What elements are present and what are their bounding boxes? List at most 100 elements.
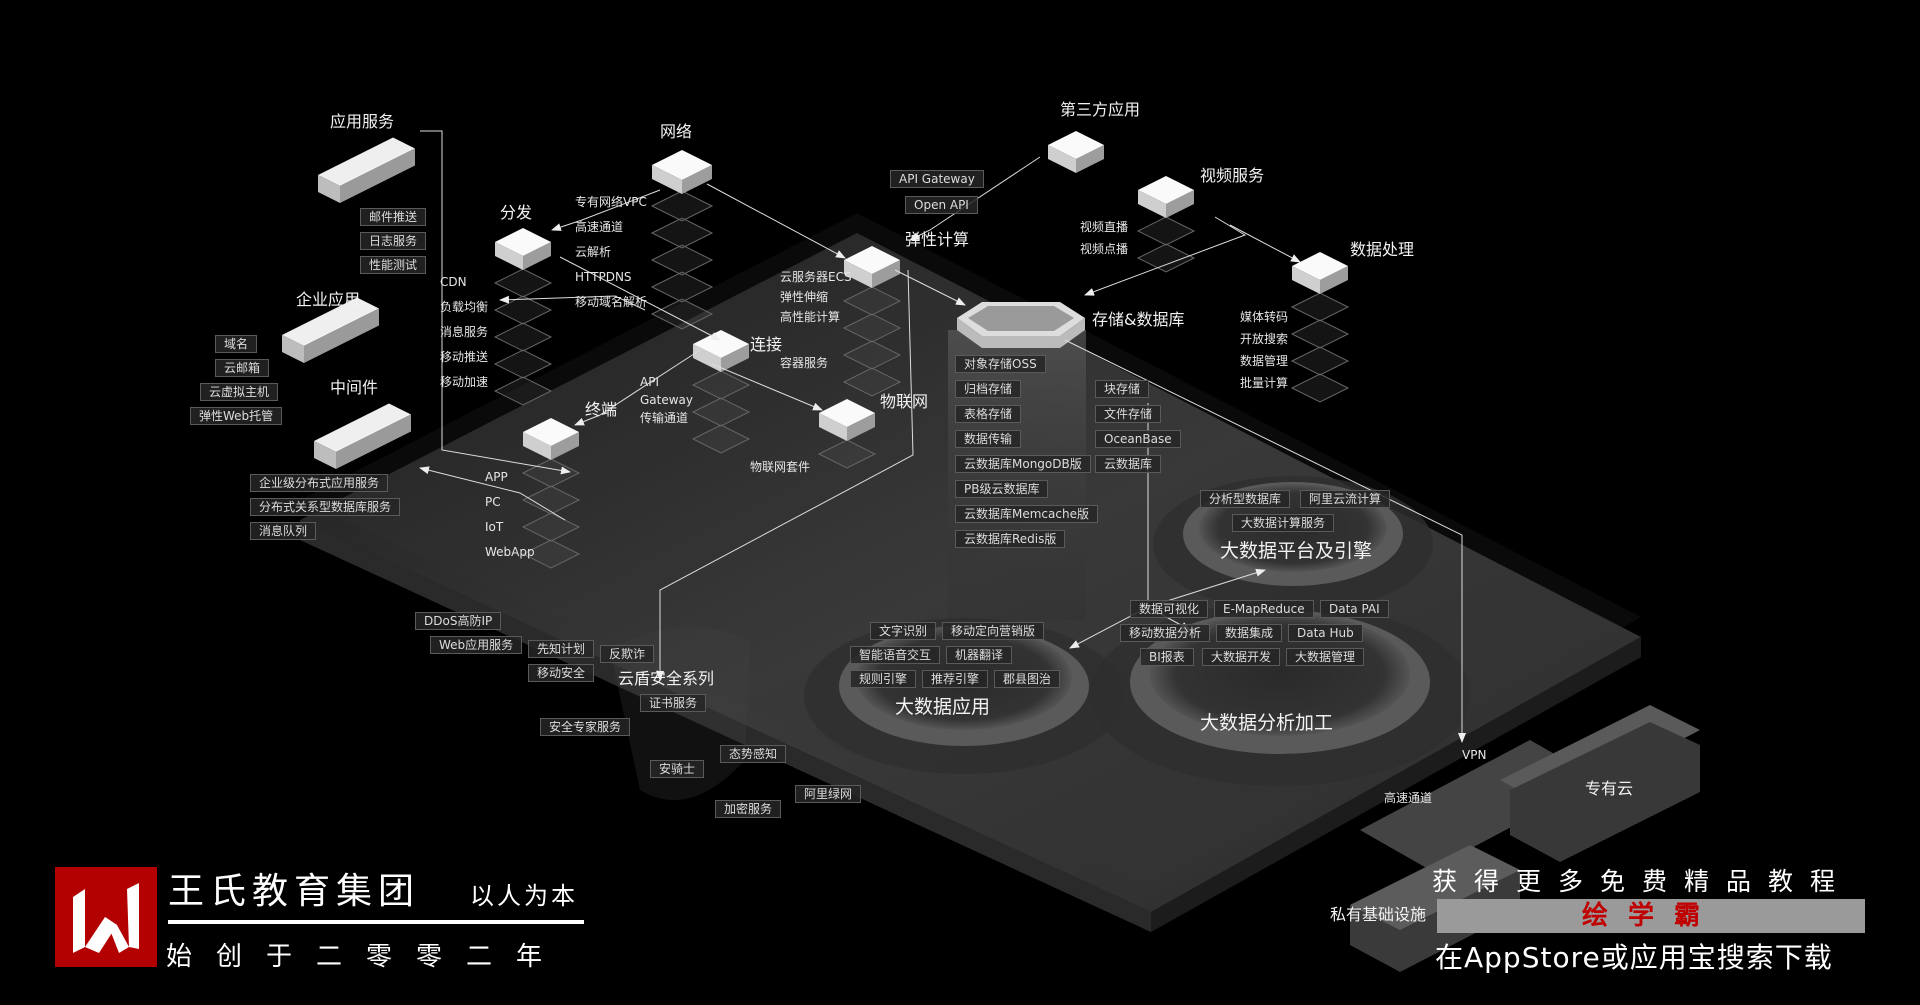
enterprise-app-items-2-label: 云虚拟主机 [200, 383, 279, 402]
storage-title-label: 存储&数据库 [1092, 310, 1185, 329]
distribution-pillar-layer [493, 376, 553, 406]
middleware-bar-side [336, 414, 411, 469]
enterprise-app-title-label: 企业应用 [296, 290, 361, 309]
video-title-label: 视频服务 [1200, 166, 1265, 185]
bigdata-app-title-label: 大数据应用 [895, 696, 991, 718]
compute-items-1-label: 弹性伸缩 [780, 290, 829, 304]
app-service-bar-side [340, 148, 415, 203]
terminal-items-3-label: WebApp [485, 545, 535, 559]
compute-items-0-label: 云服务器ECS [780, 270, 852, 284]
w-logo-icon [73, 883, 139, 953]
connect-items-1-label: Gateway [640, 393, 694, 407]
security-items-0-label: DDoS高防IP [415, 612, 502, 631]
brand-logo [55, 867, 157, 967]
middleware-items-1-label: 分布式关系型数据库服务 [250, 498, 401, 517]
bigdata-analysis-items-8-label: 大数据开发 [1202, 648, 1281, 667]
connect-items-0-label: API [640, 375, 659, 389]
compute-pillar-layer [842, 313, 902, 343]
hybrid-cloud-blocks [1350, 705, 1700, 972]
brand-since: 始创于二零零二年 [166, 942, 567, 972]
bigdata-analysis-items-1-label: Data PAI [1320, 600, 1389, 619]
compute-pillar-side [872, 260, 900, 288]
distribution-pillar-layer [493, 268, 553, 298]
third-party-pillar-side [1048, 145, 1076, 173]
network-items-3-label: HTTPDNS [575, 270, 632, 284]
compute-items-2-label: 高性能计算 [780, 310, 841, 324]
data-processing-items-1-label: 开放搜索 [1240, 332, 1289, 346]
promo-download-text: 在AppStore或应用宝搜索下载 [1435, 941, 1833, 974]
brand-name: 王氏教育集团 [168, 871, 421, 912]
security-items-5-label: 证书服务 [640, 694, 707, 713]
enterprise-app-bar-top [282, 297, 379, 346]
enterprise-app-bar-side [282, 335, 304, 363]
storage-left-2-label: 表格存储 [955, 405, 1022, 424]
data-processing-items-2-label: 数据管理 [1240, 354, 1289, 368]
network-pillar-side [652, 165, 682, 194]
security-items-9-label: 阿里绿网 [795, 785, 862, 804]
distribution-pillar-top [495, 228, 551, 256]
data-processing-pillar-layer [1290, 373, 1350, 403]
data-processing-pillar-side [1292, 266, 1320, 294]
connect-pillar-layer [691, 370, 751, 400]
enterprise-app-items-3-label: 弹性Web托管 [190, 407, 283, 426]
third-party-pillar-top [1048, 131, 1104, 159]
app-service-items-0-label: 邮件推送 [360, 208, 427, 227]
storage-left-6-label: 云数据库Memcache版 [955, 505, 1098, 524]
bigdata-app-items-1-label: 移动定向营销版 [942, 622, 1045, 641]
distribution-items-0-label: CDN [440, 275, 467, 289]
promo-app-name: 绘学霸 [1581, 901, 1720, 931]
connect-pillar-layer [691, 397, 751, 427]
enterprise-app-bar-side [304, 308, 379, 363]
brand-divider [168, 920, 584, 924]
middleware-title-label: 中间件 [330, 378, 379, 397]
security-items-2-label: 先知计划 [528, 640, 595, 659]
terminal-items-0-label: APP [485, 470, 508, 484]
middleware-bar-top [314, 403, 411, 452]
compute-items-3-label: 容器服务 [780, 356, 829, 370]
connect-items-2-label: 传输通道 [640, 411, 689, 425]
video-items-1-label: 视频点播 [1080, 242, 1129, 256]
bigdata-analysis-items-3-label: Data Hub [1288, 624, 1363, 643]
distribution-pillar-layer [493, 322, 553, 352]
data-processing-pillar-side [1320, 266, 1348, 294]
network-pillar-layer [650, 217, 714, 249]
bigdata-analysis-items-4-label: 数据集成 [1216, 624, 1283, 643]
bigdata-app-items-3-label: 机器翻译 [946, 646, 1013, 665]
compute-pillar-top [844, 246, 900, 274]
security-shield [610, 627, 750, 800]
data-processing-pillar-top [1292, 252, 1348, 280]
iot-pillar-layer [817, 439, 877, 469]
storage-left-5-label: PB级云数据库 [955, 480, 1049, 499]
data-processing-items-0-label: 媒体转码 [1240, 310, 1289, 324]
bigdata-app-items-4-label: 规则引擎 [850, 670, 917, 689]
data-processing-pillar-layer [1290, 319, 1350, 349]
network-items-0-label: 专有网络VPC [575, 195, 647, 209]
bigdata-analysis-items-0-label: 数据可视化 [1130, 600, 1209, 619]
terminal-title-label: 终端 [585, 400, 618, 419]
bigdata-app-items-5-label: 推荐引擎 [922, 670, 989, 689]
video-pillar-layer [1136, 216, 1196, 246]
network-pillar-layer [650, 298, 714, 330]
data-processing-items-3-label: 批量计算 [1240, 376, 1289, 390]
data-processing-title-label: 数据处理 [1350, 240, 1415, 259]
security-items-6-label: 安全专家服务 [540, 718, 631, 737]
distribution-pillar-layer [493, 349, 553, 379]
middleware-bar-side [314, 441, 336, 469]
security-items-7-label: 态势感知 [720, 745, 787, 764]
security-items-4-label: 反欺诈 [600, 645, 655, 664]
bigdata-platform-items-0-label: 阿里云流计算 [1300, 490, 1391, 509]
bigdata-analysis-items-7-label: BI报表 [1140, 648, 1194, 667]
network-pillar-layer [650, 271, 714, 303]
app-service-items-2-label: 性能测试 [360, 256, 427, 275]
iot-items-0-label: 物联网套件 [750, 460, 811, 474]
storage-right-3-label: 云数据库 [1095, 455, 1162, 474]
hybrid-items-1-label: VPN [1462, 748, 1487, 762]
bigdata-analysis-title-label: 大数据分析加工 [1200, 712, 1334, 734]
storage-left-0-label: 对象存储OSS [955, 355, 1046, 374]
bigdata-platform-items-2-label: 大数据计算服务 [1232, 514, 1335, 533]
bigdata-analysis-items-6-label: 移动数据分析 [1120, 624, 1211, 643]
distribution-title-label: 分发 [500, 203, 533, 222]
middleware-items-2-label: 消息队列 [250, 522, 317, 541]
app-service-title-label: 应用服务 [330, 112, 395, 131]
